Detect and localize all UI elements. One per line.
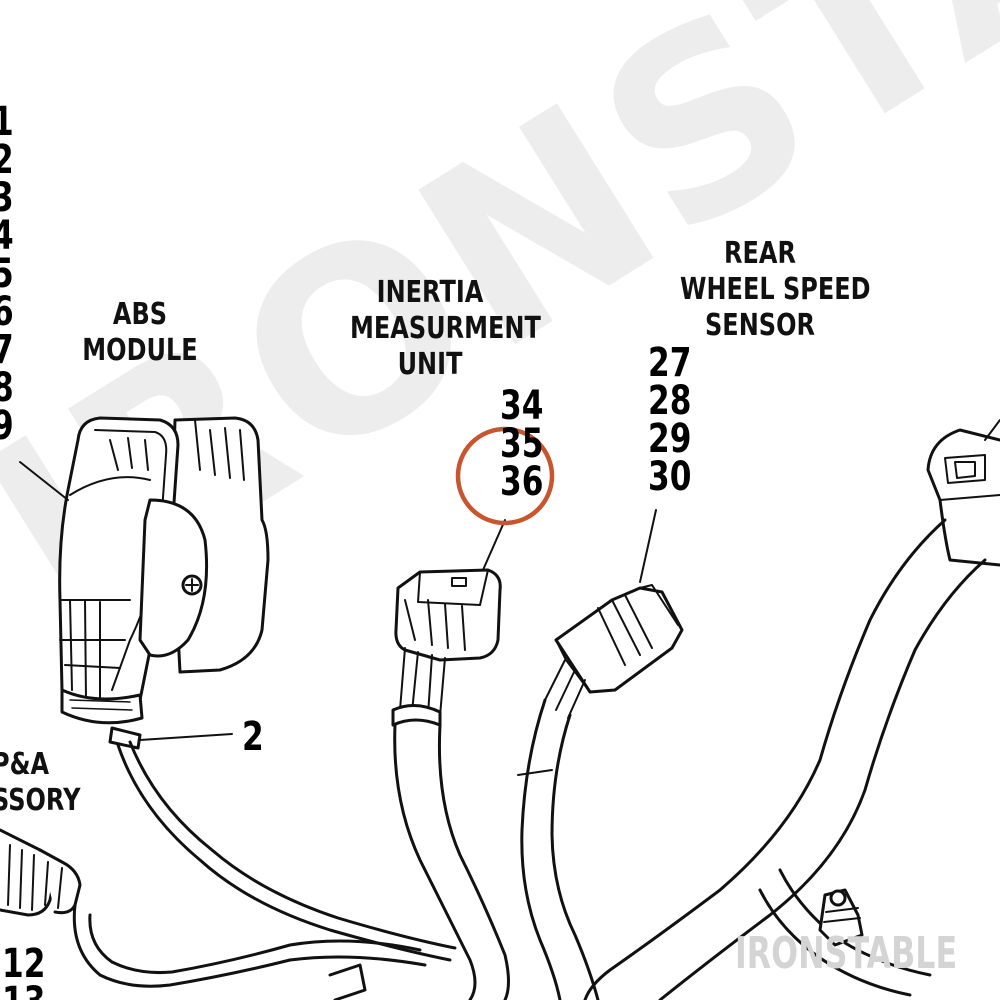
rear-sensor-refs: 27 28 29 30 — [648, 340, 692, 500]
highlight-circle — [455, 426, 555, 526]
abs-bracket-ref: 2 — [242, 714, 264, 760]
rear-wheel-speed-sensor-label: REAR WHEEL SPEED SENSOR — [680, 236, 871, 343]
pa-accessory-label: P&A SSORY — [0, 747, 81, 818]
main-harness-right — [583, 419, 1000, 1000]
watermark-corner: IRONSTABLE — [735, 928, 958, 979]
imu-connector-drawing — [391, 519, 506, 727]
abs-module-drawing — [19, 416, 270, 750]
pa-accessory-connector-drawing — [0, 828, 292, 988]
bottom-left-refs: 12 13 — [2, 941, 46, 1000]
abs-module-label: ABS MODULE — [82, 297, 198, 368]
left-column-refs: 1 2 3 4 5 6 7 8 9 — [0, 102, 14, 446]
imu-label: INERTIA MEASURMENT UNIT — [350, 275, 541, 382]
rear-speed-sensor-connector-drawing — [544, 509, 684, 719]
imu-refs: 34 35 36 — [500, 383, 544, 505]
